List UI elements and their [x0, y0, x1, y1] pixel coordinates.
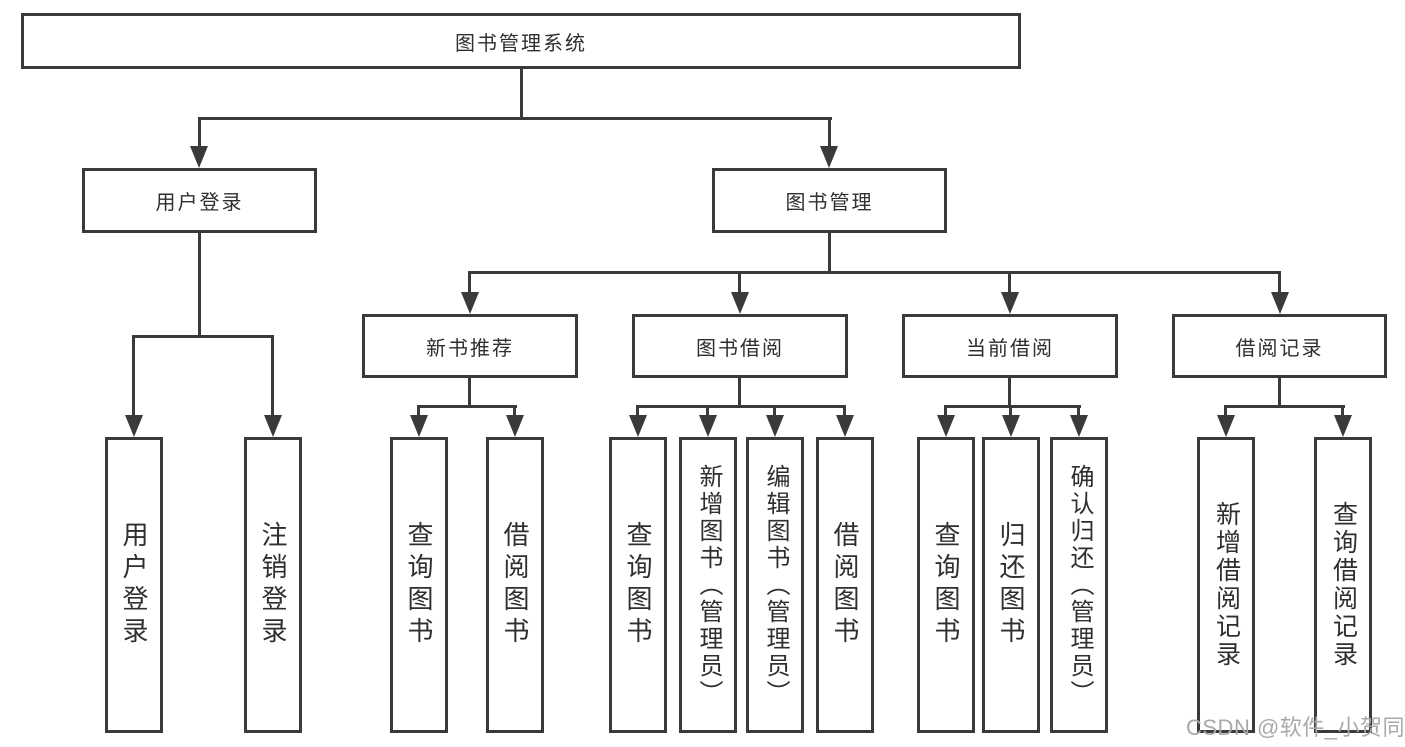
- connector-vline: [1009, 405, 1012, 417]
- connector-vline: [132, 335, 135, 415]
- connector-hline: [132, 335, 274, 338]
- connector-vline: [828, 117, 831, 147]
- leaf-user-login-label: 用户登录: [119, 521, 149, 649]
- connector-vline: [636, 405, 639, 417]
- connector-hline: [468, 271, 1281, 274]
- connector-vline: [1341, 405, 1344, 417]
- leaf-query-books-2: 查询图书: [609, 437, 667, 733]
- arrowhead-down-icon: [506, 415, 524, 437]
- leaf-add-borrow-record-label: 新增借阅记录: [1212, 501, 1241, 669]
- connector-vline: [1077, 405, 1080, 417]
- connector-vline: [468, 378, 471, 405]
- connector-vline: [1008, 378, 1011, 405]
- node-borrowing-records-label: 借阅记录: [1235, 337, 1324, 360]
- connector-hline: [1224, 405, 1345, 408]
- leaf-add-books-admin-label: 新增图书（管理员）: [695, 463, 722, 707]
- node-current-borrowing-label: 当前借阅: [966, 337, 1054, 360]
- arrowhead-down-icon: [766, 415, 784, 437]
- leaf-add-books-admin: 新增图书（管理员）: [679, 437, 737, 733]
- node-book-borrowing-label: 图书借阅: [696, 337, 784, 360]
- node-new-book-recommend: 新书推荐: [362, 314, 578, 378]
- arrowhead-down-icon: [190, 146, 208, 168]
- node-new-book-recommend-label: 新书推荐: [426, 337, 514, 360]
- arrowhead-down-icon: [1001, 292, 1019, 314]
- arrowhead-down-icon: [1002, 415, 1020, 437]
- connector-vline: [944, 405, 947, 417]
- connector-hline: [198, 117, 832, 120]
- node-current-borrowing: 当前借阅: [902, 314, 1118, 378]
- connector-vline: [1278, 271, 1281, 293]
- leaf-confirm-return-admin-label: 确认归还（管理员）: [1066, 463, 1093, 707]
- arrowhead-down-icon: [410, 415, 428, 437]
- connector-hline: [636, 405, 846, 408]
- leaf-query-books-label: 查询图书: [404, 521, 434, 649]
- arrowhead-down-icon: [1334, 415, 1352, 437]
- arrowhead-down-icon: [1070, 415, 1088, 437]
- leaf-logout: 注销登录: [244, 437, 302, 733]
- leaf-edit-books-admin-label: 编辑图书（管理员）: [762, 463, 789, 707]
- arrowhead-down-icon: [125, 415, 143, 437]
- leaf-borrow-books: 借阅图书: [486, 437, 544, 733]
- connector-vline: [513, 405, 516, 417]
- connector-hline: [417, 405, 517, 408]
- leaf-borrow-books-label: 借阅图书: [500, 521, 530, 649]
- leaf-query-books: 查询图书: [390, 437, 448, 733]
- node-user-login-label: 用户登录: [155, 192, 244, 214]
- leaf-borrow-books-2: 借阅图书: [816, 437, 874, 733]
- leaf-logout-label: 注销登录: [258, 521, 288, 649]
- node-book-management-label: 图书管理: [785, 192, 874, 214]
- connector-vline: [271, 335, 274, 415]
- connector-vline: [773, 405, 776, 417]
- connector-vline: [843, 405, 846, 417]
- node-borrowing-records: 借阅记录: [1172, 314, 1387, 378]
- arrowhead-down-icon: [461, 292, 479, 314]
- arrowhead-down-icon: [820, 146, 838, 168]
- node-book-management: 图书管理: [712, 168, 947, 233]
- node-user-login: 用户登录: [82, 168, 317, 233]
- arrowhead-down-icon: [699, 415, 717, 437]
- leaf-edit-books-admin: 编辑图书（管理员）: [746, 437, 804, 733]
- leaf-query-books-3-label: 查询图书: [931, 521, 961, 649]
- node-book-borrowing: 图书借阅: [632, 314, 848, 378]
- arrowhead-down-icon: [836, 415, 854, 437]
- leaf-query-borrow-record: 查询借阅记录: [1314, 437, 1372, 733]
- connector-vline: [198, 117, 201, 147]
- connector-vline: [417, 405, 420, 417]
- connector-vline: [706, 405, 709, 417]
- arrowhead-down-icon: [1217, 415, 1235, 437]
- arrowhead-down-icon: [629, 415, 647, 437]
- leaf-return-books: 归还图书: [982, 437, 1040, 733]
- connector-vline: [828, 233, 831, 271]
- node-library-system: 图书管理系统: [21, 13, 1021, 69]
- connector-vline: [468, 271, 471, 293]
- arrowhead-down-icon: [731, 292, 749, 314]
- leaf-return-books-label: 归还图书: [996, 521, 1026, 649]
- node-library-system-label: 图书管理系统: [455, 32, 587, 55]
- watermark: CSDN @软件_小贺同学: [1186, 715, 1405, 740]
- connector-vline: [198, 233, 201, 335]
- leaf-add-borrow-record: 新增借阅记录: [1197, 437, 1255, 733]
- leaf-query-borrow-record-label: 查询借阅记录: [1329, 501, 1358, 669]
- leaf-confirm-return-admin: 确认归还（管理员）: [1050, 437, 1108, 733]
- leaf-query-books-2-label: 查询图书: [623, 521, 653, 649]
- connector-vline: [738, 378, 741, 405]
- connector-vline: [1224, 405, 1227, 417]
- arrowhead-down-icon: [264, 415, 282, 437]
- connector-hline: [944, 405, 1081, 408]
- leaf-user-login: 用户登录: [105, 437, 163, 733]
- arrowhead-down-icon: [937, 415, 955, 437]
- connector-vline: [1278, 378, 1281, 405]
- connector-vline: [520, 69, 523, 117]
- connector-vline: [1008, 271, 1011, 293]
- leaf-borrow-books-2-label: 借阅图书: [830, 521, 860, 649]
- arrowhead-down-icon: [1271, 292, 1289, 314]
- connector-vline: [738, 271, 741, 293]
- leaf-query-books-3: 查询图书: [917, 437, 975, 733]
